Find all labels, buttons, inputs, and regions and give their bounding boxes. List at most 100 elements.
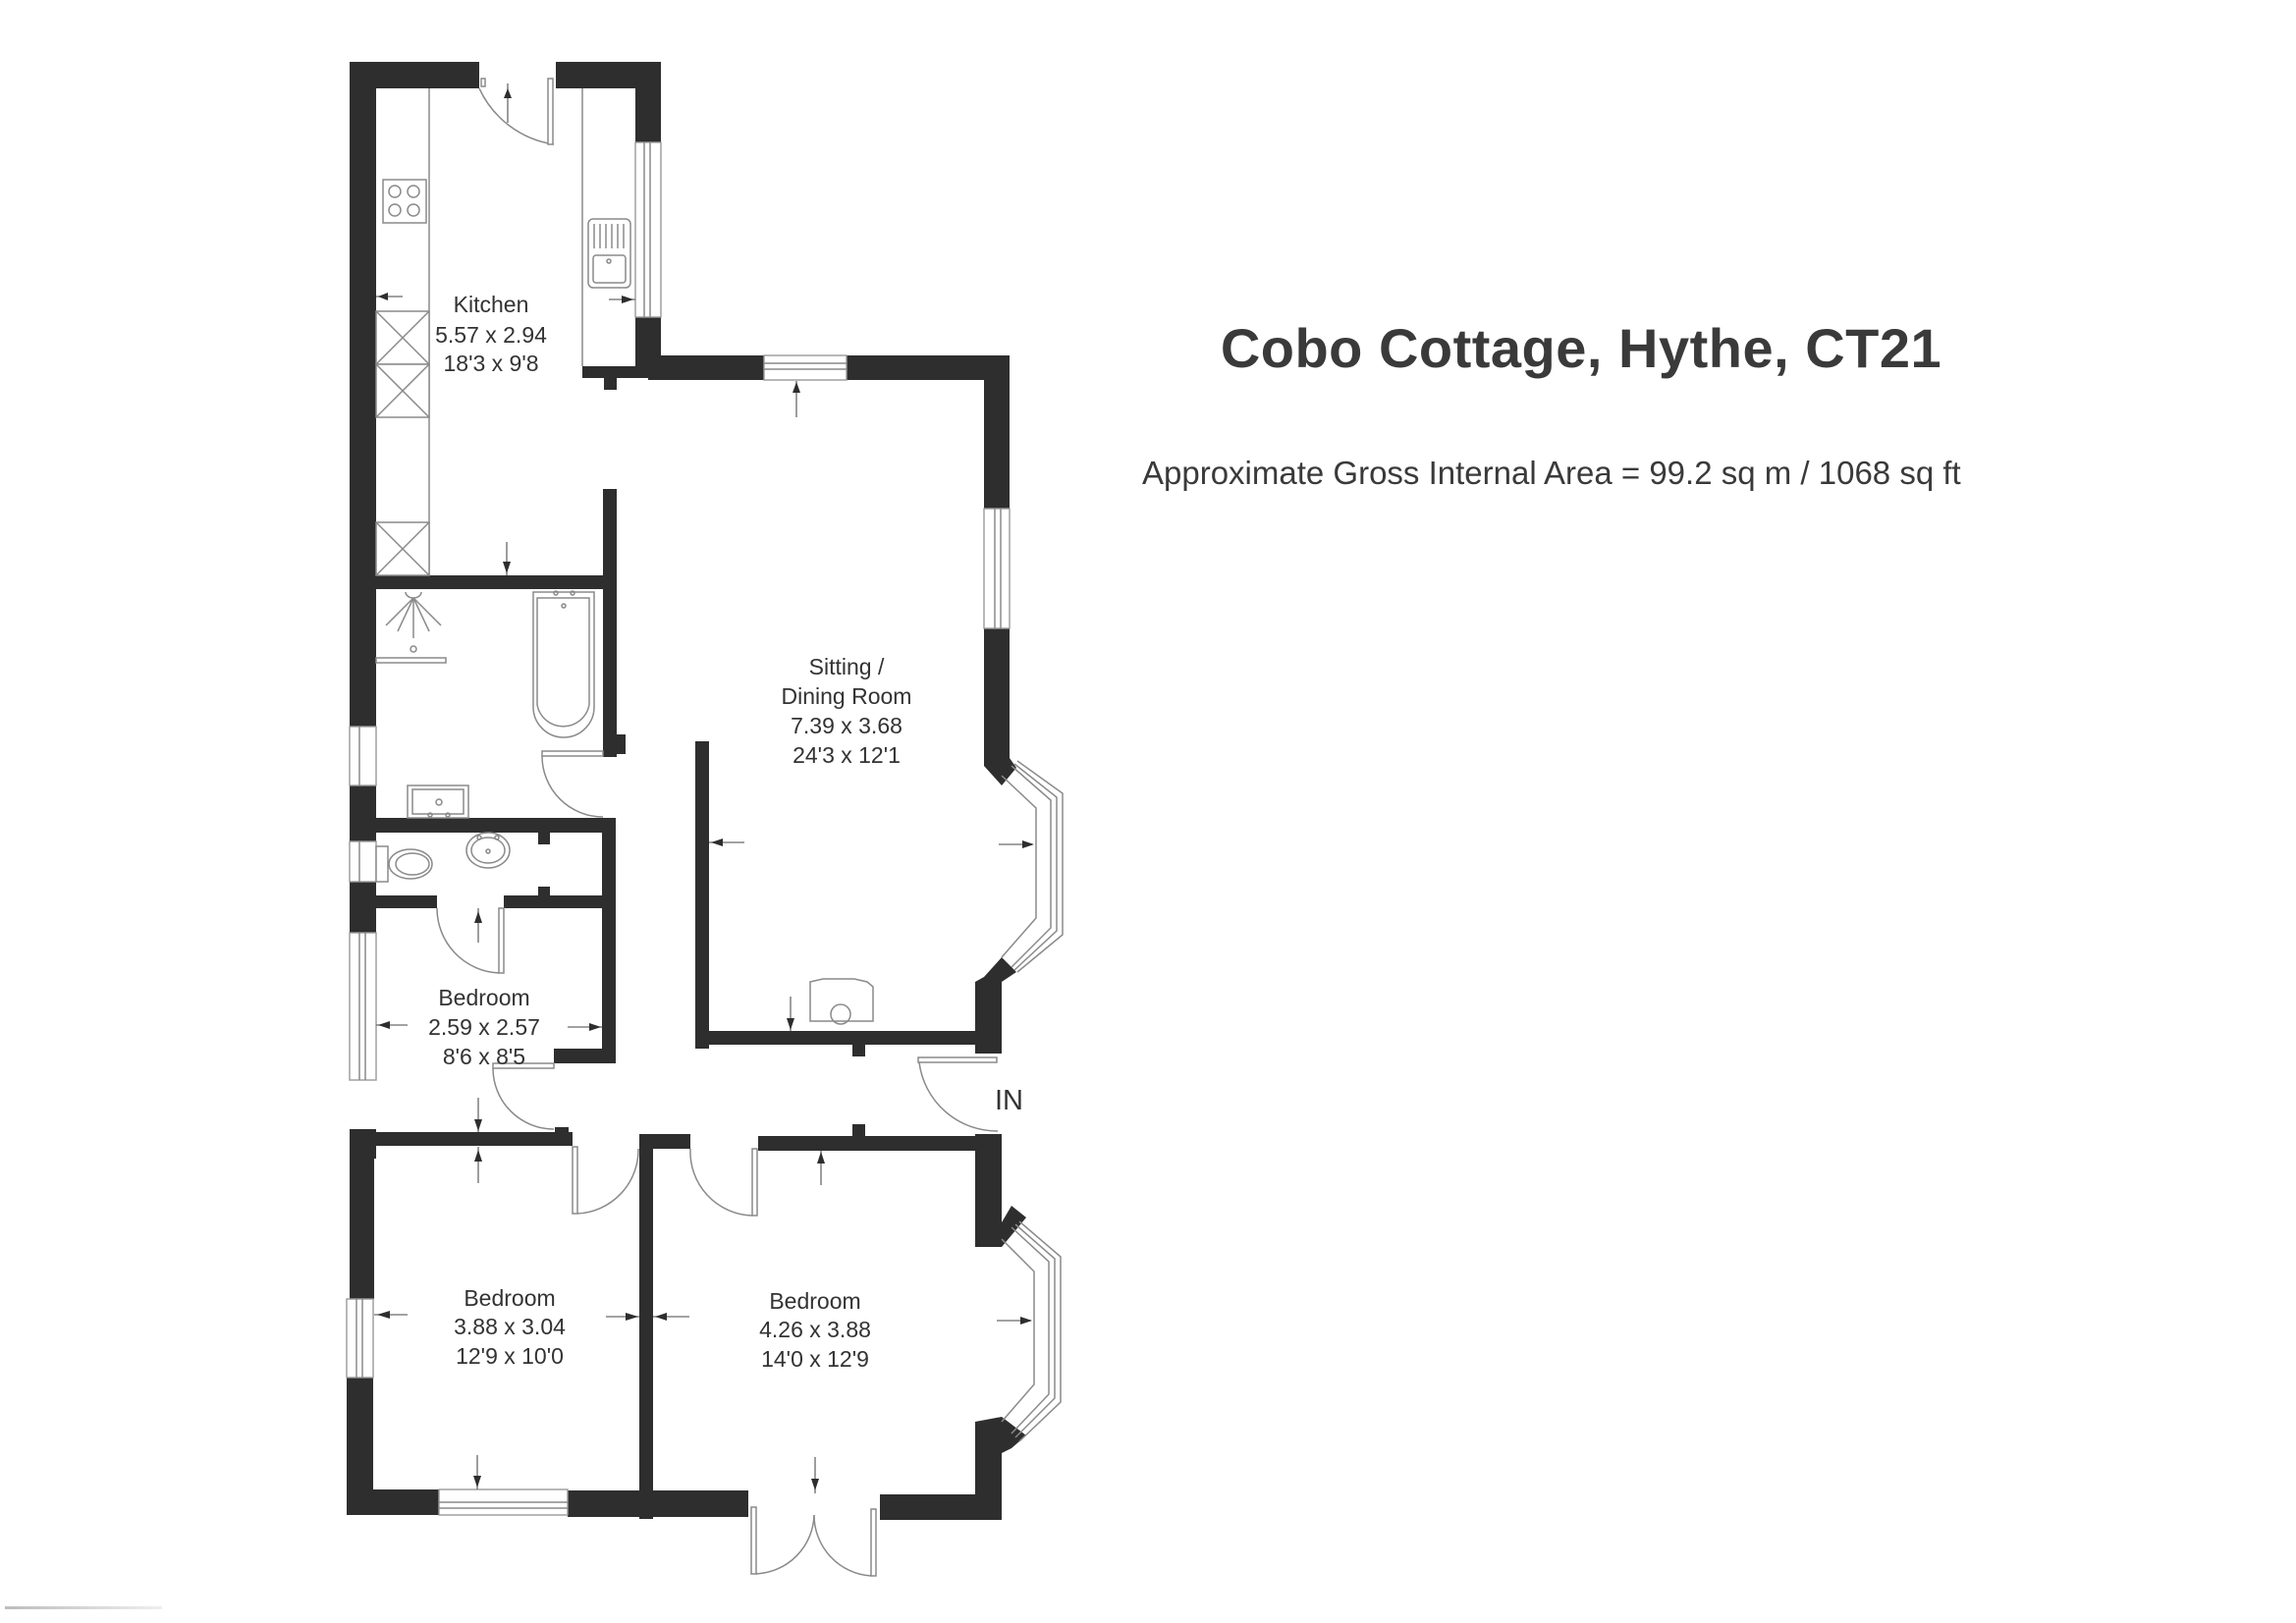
sitting-top-wall-left (648, 355, 764, 380)
kitchen-back-door-leaf (547, 78, 554, 145)
room-name: Kitchen (454, 292, 529, 317)
hob-icon (382, 179, 427, 224)
wc-basin-icon (465, 832, 511, 869)
fixtures (375, 88, 874, 1025)
bed2-side-window (346, 1298, 374, 1379)
room-metric: 5.57 x 2.94 (435, 322, 547, 348)
central-partition-wall (639, 1134, 653, 1519)
bed1-bottom-stub (555, 1127, 569, 1133)
french-door-left-swing (755, 1514, 815, 1575)
sitting-top-window (763, 354, 847, 381)
bed3-bay-corner-top (975, 1206, 1026, 1247)
gross-internal-area: Approximate Gross Internal Area = 99.2 s… (1142, 455, 1961, 491)
wc-door-swing (436, 907, 500, 974)
room-imperial: 8'6 x 8'5 (443, 1044, 525, 1069)
kitchen-top-wall-left (350, 62, 479, 88)
entrance-door-leaf (917, 1056, 998, 1063)
kitchen-right-wall-upper (635, 62, 661, 142)
bathroom-right-wall (603, 575, 617, 757)
room-bedroom-small: Bedroom 2.59 x 2.57 8'6 x 8'5 (428, 985, 540, 1069)
bed1-right-wall (602, 908, 616, 1063)
room-labels: Kitchen 5.57 x 2.94 18'3 x 9'8 Sitting /… (428, 292, 1023, 1372)
bed3-bottom-wall (880, 1494, 1002, 1520)
kitchen-bottom-wall (376, 575, 617, 589)
room-imperial: 24'3 x 12'1 (793, 742, 901, 768)
doors (436, 78, 999, 1577)
room-name: Bedroom (464, 1285, 555, 1311)
room-imperial: 18'3 x 9'8 (443, 351, 538, 376)
left-wall-bed2-upper (350, 1154, 374, 1299)
bed3-top-stub (852, 1124, 865, 1136)
room-metric: 3.88 x 3.04 (454, 1314, 566, 1339)
bed3-right-wall-upper (975, 1134, 1002, 1222)
bed3-bay-corner-bottom (975, 1417, 1026, 1520)
wc-stub-top (538, 833, 550, 844)
bed2-bottom-wall-left (347, 1489, 439, 1515)
bay-corner-bottom (975, 957, 1016, 1054)
walls (347, 62, 1026, 1520)
sitting-bottom-stub (852, 1044, 865, 1056)
wc-stub-bottom (538, 887, 550, 896)
plan-title: Cobo Cottage, Hythe, CT21 (1220, 317, 1942, 379)
kitchen-counter-base-wall (582, 366, 661, 378)
bay-corner-top (984, 758, 1016, 785)
room-metric: 2.59 x 2.57 (428, 1014, 540, 1040)
sitting-bottom-wall (695, 1031, 1002, 1045)
room-bedroom-right: Bedroom 4.26 x 3.88 14'0 x 12'9 (759, 1288, 871, 1372)
bed3-door-swing (689, 1148, 753, 1217)
bathroom-door-leaf (541, 750, 604, 757)
room-kitchen: Kitchen 5.57 x 2.94 18'3 x 9'8 (435, 292, 547, 376)
bed3-door-leaf (751, 1148, 758, 1217)
sitting-right-wall-upper (984, 355, 1010, 509)
kitchen-window (634, 141, 662, 318)
room-name-line2: Dining Room (782, 683, 912, 709)
wall-stub (604, 378, 617, 390)
room-metric: 7.39 x 3.68 (791, 713, 902, 738)
wc-bottom-wall-right (504, 895, 616, 908)
toilet-icon (375, 845, 433, 883)
bed1-window (349, 932, 377, 1081)
wc-right-wall (602, 818, 616, 916)
kitchen-back-door-swing (478, 87, 555, 145)
bathroom-basin-icon (407, 784, 469, 819)
sink-icon (587, 218, 631, 289)
bathroom-window (349, 726, 377, 786)
bed1-bottom-wall (376, 1132, 573, 1146)
left-wall-wc (350, 882, 376, 941)
wc-door-leaf (498, 907, 505, 974)
wc-bottom-wall-left (376, 895, 437, 908)
bed2-bottom-wall-right (568, 1490, 748, 1517)
room-imperial: 12'9 x 10'0 (456, 1343, 564, 1369)
windows (346, 141, 1064, 1516)
appliance-cross-icon (375, 310, 430, 576)
sitting-bay-window-inner (1001, 775, 1037, 958)
fireplace-icon (809, 978, 874, 1025)
scan-shadow (5, 1606, 162, 1609)
shower-icon (375, 591, 447, 664)
bath-wc-wall (376, 818, 616, 833)
bathtub-icon (532, 590, 595, 738)
bed1-door-swing (492, 1067, 555, 1130)
room-sitting-dining: Sitting / Dining Room 7.39 x 3.68 24'3 x… (782, 654, 912, 768)
french-door-left-leaf (750, 1506, 757, 1575)
entrance-label: IN (995, 1085, 1023, 1116)
entrance-door-swing (918, 1061, 999, 1132)
bed3-bay-window-inner (1001, 1238, 1035, 1423)
room-bedroom-left: Bedroom 3.88 x 3.04 12'9 x 10'0 (454, 1285, 566, 1369)
bed2-door-leaf (572, 1146, 578, 1215)
left-wall-upper (350, 62, 376, 847)
bathroom-wall-stub (617, 734, 626, 754)
sitting-top-wall-right (847, 355, 1010, 380)
room-metric: 4.26 x 3.88 (759, 1317, 871, 1342)
french-door-right-swing (813, 1514, 872, 1577)
kitchen-partition-wall (603, 489, 617, 589)
bed1-right-return (554, 1049, 616, 1063)
room-name: Bedroom (769, 1288, 860, 1314)
wc-window (349, 840, 377, 883)
room-name-line1: Sitting / (809, 654, 885, 679)
room-imperial: 14'0 x 12'9 (761, 1346, 869, 1372)
sitting-side-window (983, 508, 1011, 629)
sitting-left-wall (695, 741, 709, 1049)
left-wall-bed1-corner (350, 1129, 376, 1159)
